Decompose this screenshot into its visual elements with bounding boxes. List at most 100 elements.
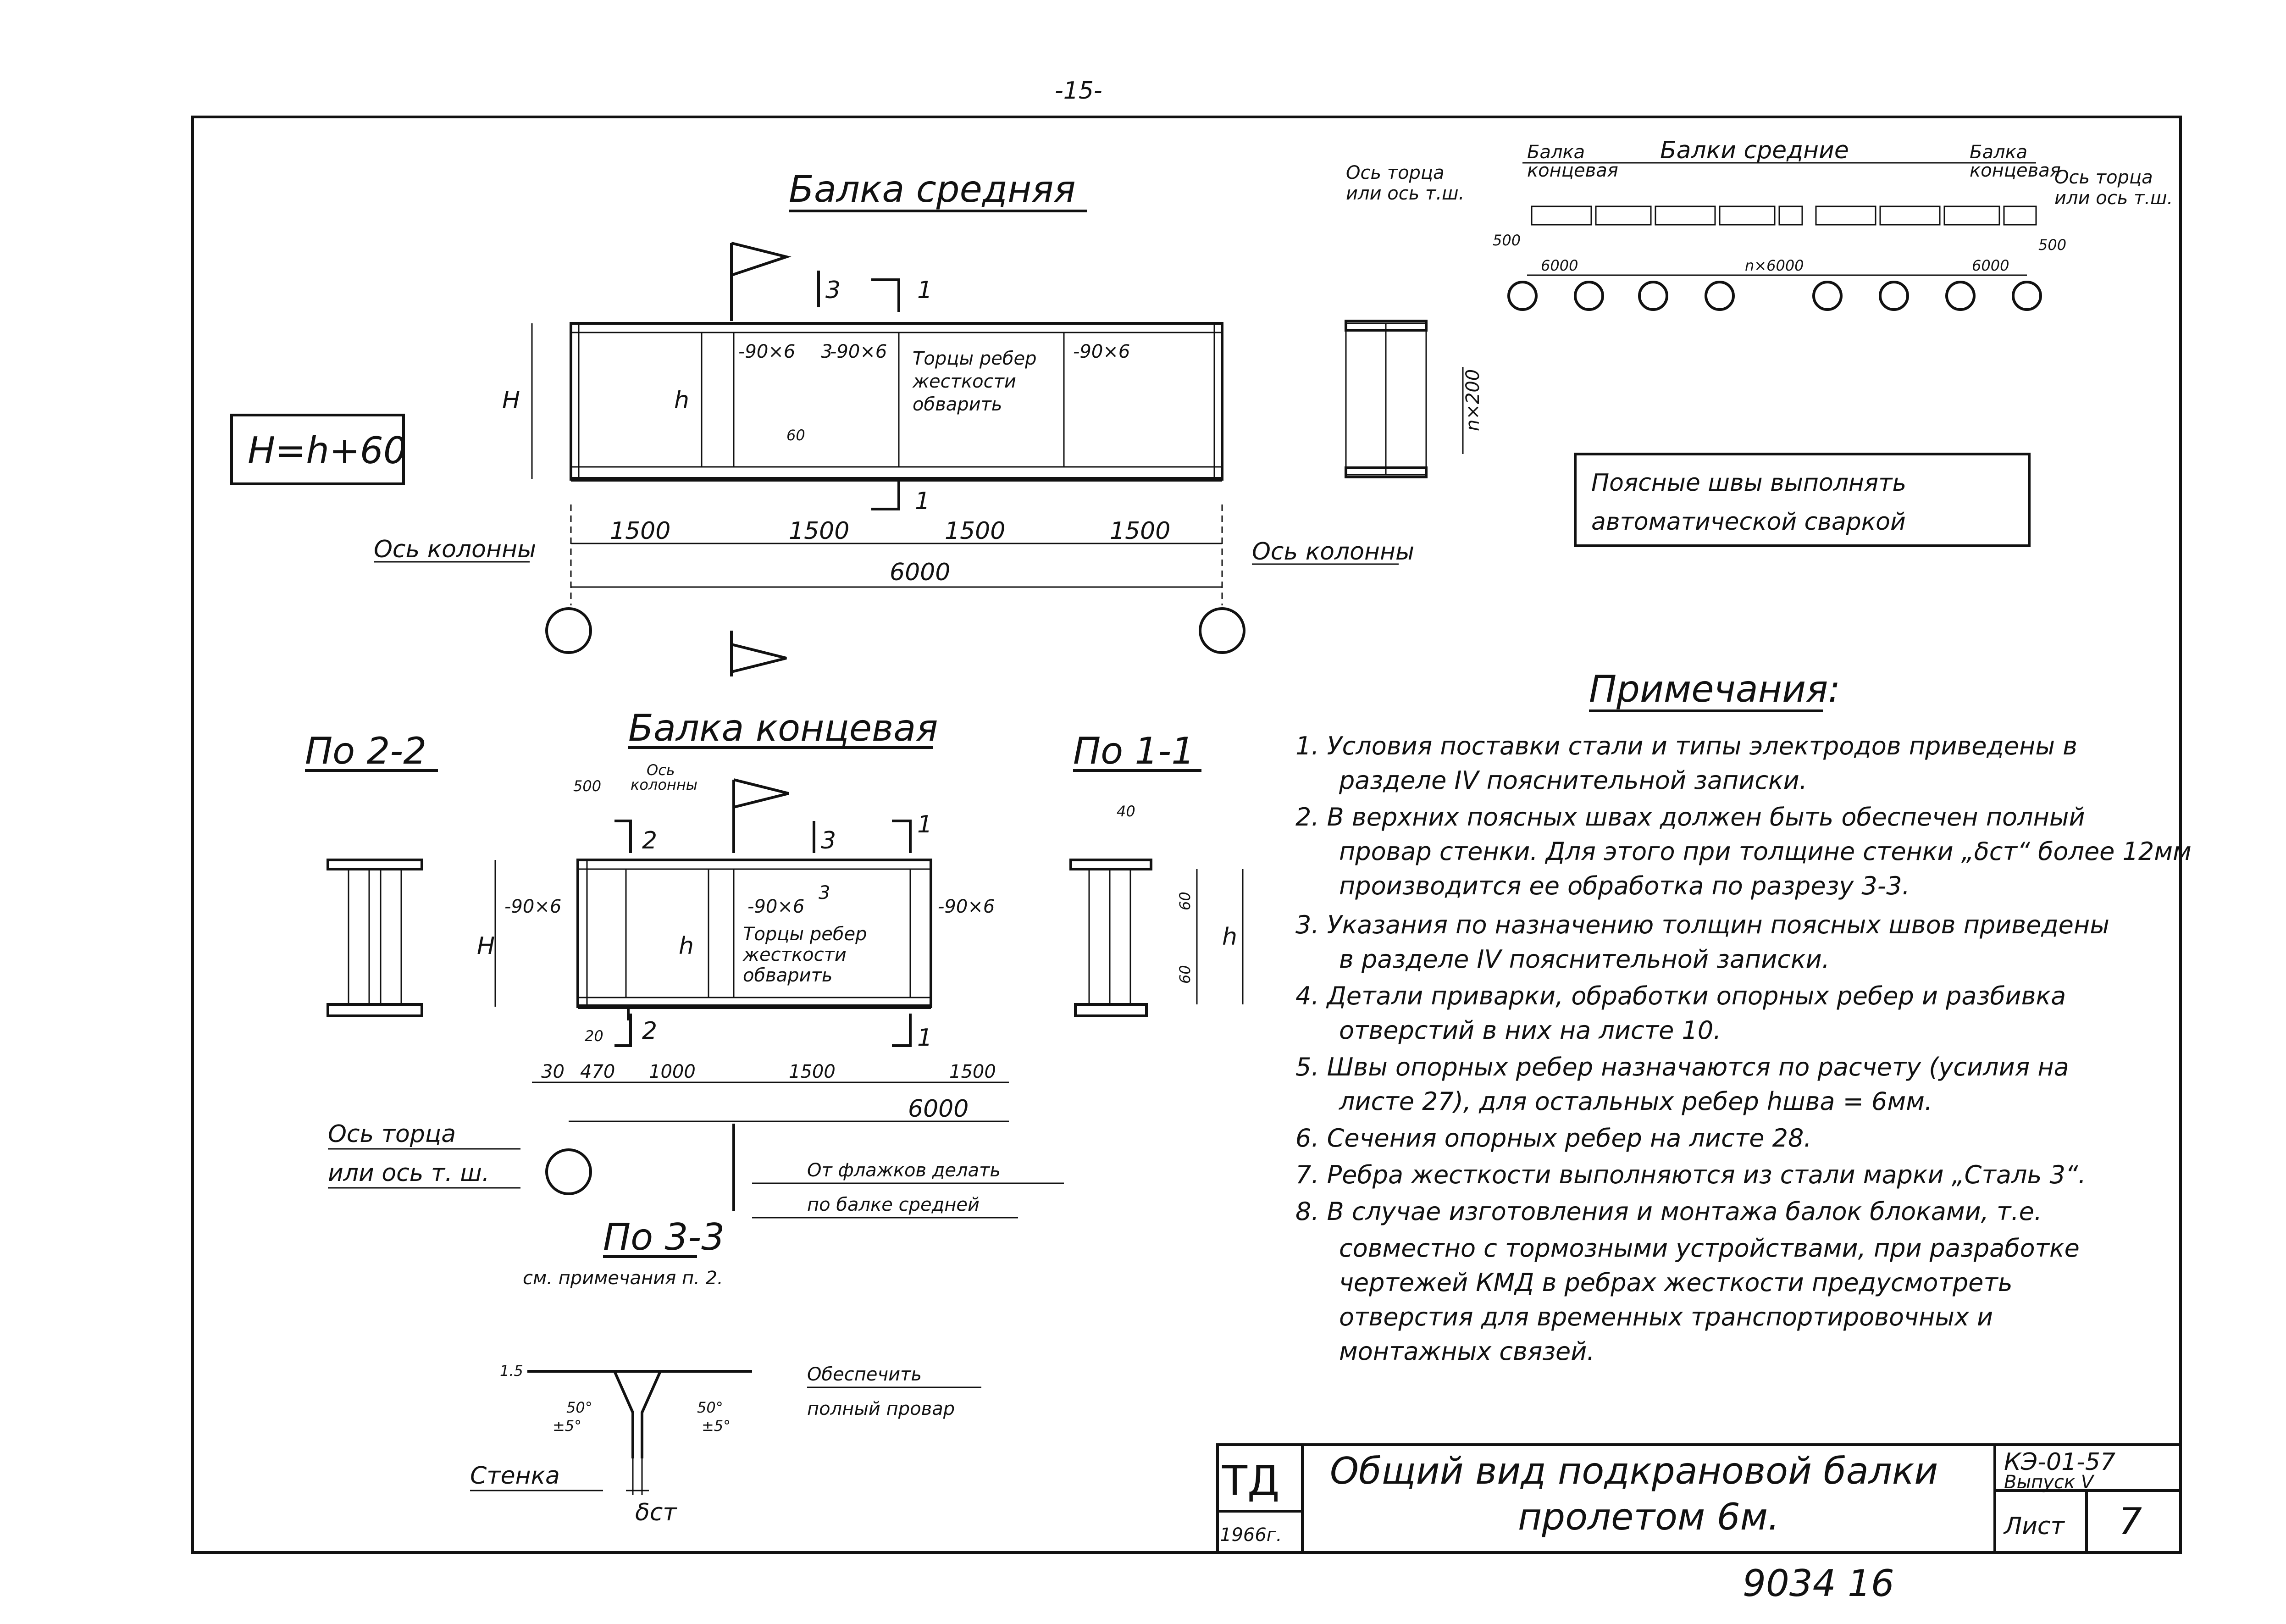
scheme-axis-left: Ось торца или ось т.ш.	[1346, 162, 1464, 204]
view-3-3-sub: см. примечания п. 2.	[523, 1268, 723, 1289]
middle-dim-3: 1500	[945, 517, 1005, 545]
dim-40: 40	[1117, 803, 1135, 820]
dim-n200: n×200	[1462, 369, 1483, 431]
note-line-16: отверстия для временных транспортировочн…	[1339, 1303, 1993, 1331]
full-penetration-label2: полный провар	[807, 1398, 955, 1419]
view-2-2-title: По 2-2	[305, 730, 426, 772]
end-axis-label1: Ось торца	[328, 1120, 456, 1148]
note-line-12: 7. Ребра жесткости выполняются из стали …	[1295, 1160, 2086, 1189]
end-dim-20: 20	[585, 1027, 603, 1045]
end-cut-1-bottom: 1	[917, 1024, 932, 1052]
scheme-dim-6000-left: 6000	[1541, 257, 1578, 274]
note-line-17: монтажных связей.	[1339, 1337, 1595, 1366]
end-dim-470: 470	[580, 1061, 615, 1082]
sheet-number: 7	[2119, 1500, 2142, 1543]
dim-60-middle: 60	[786, 427, 805, 444]
end-h-label: h	[679, 932, 694, 960]
scheme-dim-500-left: 500	[1493, 232, 1521, 249]
end-H-label: H	[477, 932, 495, 960]
delta-st: δст	[635, 1499, 677, 1526]
angle-right: 50°	[697, 1399, 723, 1416]
end-beam-drawing: Балка концевая По 2-2 По 1-1 500 Ось кол…	[305, 707, 1244, 1219]
end-dim-1500a: 1500	[789, 1061, 836, 1082]
title-year: 1966г.	[1220, 1524, 1282, 1546]
end-rib-label-1: -90×6	[504, 896, 561, 917]
end-dim-500: 500	[573, 777, 601, 795]
axis-right-label: Ось колонны	[1252, 538, 1414, 565]
note-line-2: 2. В верхних поясных швах должен быть об…	[1295, 803, 2085, 831]
note-line-3: провар стенки. Для этого при толщине сте…	[1339, 837, 2192, 866]
end-cut-1-top: 1	[917, 811, 932, 838]
middle-beam-title: Балка средняя	[789, 168, 1076, 211]
middle-h-label: h	[674, 387, 689, 414]
weld-detail-3-3: По 3-3 см. примечания п. 2. δст 50° ±5° …	[470, 1216, 981, 1526]
weld-note-line2: автоматической сваркой	[1591, 508, 1906, 536]
beam-layout-scheme: Балка концевая Балки средние Балка конце…	[1346, 137, 2173, 311]
view-1-1-title: По 1-1	[1073, 730, 1195, 772]
end-axis-circle	[545, 1148, 592, 1195]
issue-label: Выпуск V	[2004, 1472, 2095, 1493]
end-cut-3: 3	[821, 827, 836, 854]
page-number: -15-	[1055, 77, 1102, 105]
note-line-4: производится ее обработка по разрезу 3-3…	[1339, 871, 1910, 900]
end-rib-ends-note: Торцы ребер жесткости обварить	[742, 924, 873, 986]
scheme-dim-n6000: n×6000	[1745, 257, 1804, 274]
rib-label-2: -90×6	[830, 341, 887, 362]
middle-dim-1: 1500	[610, 517, 670, 545]
sheet-frame	[191, 116, 2182, 1554]
middle-beam-drawing: Балка средняя H h 3 1 1 -90×6 -90×6 -90×…	[374, 168, 1483, 676]
end-cut-2-top: 2	[642, 827, 657, 854]
section-1-1	[1069, 859, 1152, 870]
end-cut-2-bottom: 2	[642, 1017, 657, 1045]
end-rib-label-2: -90×6	[747, 896, 804, 917]
sheet-label: Лист	[2003, 1513, 2065, 1540]
wall-label: Стенка	[470, 1462, 560, 1490]
note-line-6: в разделе IV пояснительной записки.	[1339, 945, 1830, 974]
end-total-dim: 6000	[908, 1095, 969, 1123]
middle-dim-2: 1500	[789, 517, 849, 545]
end-dim-1500b: 1500	[949, 1061, 996, 1082]
end-cut-3-inner: 3	[819, 882, 830, 903]
tol-right: ±5°	[702, 1417, 731, 1435]
weld-note-line1: Поясные швы выполнять	[1591, 469, 1906, 497]
stamp-number: 9034 16	[1743, 1562, 1894, 1605]
dim-60b: 60	[1176, 965, 1194, 984]
tol-left: ±5°	[553, 1417, 581, 1435]
full-penetration-label: Обеспечить	[807, 1364, 922, 1385]
end-dim-30: 30	[541, 1061, 565, 1082]
scheme-dim-500-right: 500	[2038, 236, 2066, 254]
dim-60a: 60	[1176, 892, 1194, 910]
column-axis-circle-right	[1199, 607, 1245, 654]
formula-box	[230, 414, 405, 485]
rib-label-1: -90×6	[738, 341, 795, 362]
scheme-end-beam-left: Балка концевая	[1527, 142, 1618, 181]
formula-text: H=h+60	[248, 429, 407, 472]
doc-code: КЭ-01-57	[2004, 1448, 2115, 1476]
cut-1-label-bottom: 1	[915, 488, 930, 515]
scheme-dim-6000-right: 6000	[1972, 257, 2009, 274]
gap-dim: 1.5	[500, 1362, 523, 1380]
axis-left-label: Ось колонны	[374, 536, 536, 563]
middle-total-dim: 6000	[890, 559, 950, 586]
end-axis-label2: или ось т. ш.	[328, 1159, 489, 1187]
angle-left: 50°	[566, 1399, 592, 1416]
cut-1-label-top: 1	[917, 277, 932, 304]
section-1-1-h: h	[1222, 923, 1237, 951]
td-logo: ТД	[1222, 1457, 1279, 1505]
scheme-end-beam-right: Балка концевая	[1970, 142, 2061, 181]
rib-label-3: -90×6	[1073, 341, 1130, 362]
cut-3-inner: 3	[821, 341, 832, 362]
weld-note-box	[1574, 453, 2031, 547]
note-line-0: 1. Условия поставки стали и типы электро…	[1295, 732, 2077, 760]
note-line-13: 8. В случае изготовления и монтажа балок…	[1295, 1197, 2042, 1226]
note-line-8: отверстий в них на листе 10.	[1339, 1016, 1721, 1045]
note-line-14: совместно с тормозными устройствами, при…	[1339, 1234, 2080, 1263]
scheme-axis-right: Ось торца или ось т.ш.	[2054, 167, 2173, 209]
scheme-middle-beams: Балки средние	[1660, 137, 1849, 164]
end-dim-1000: 1000	[649, 1061, 696, 1082]
note-line-9: 5. Швы опорных ребер назначаются по расч…	[1295, 1053, 2069, 1081]
note-line-1: разделе IV пояснительной записки.	[1339, 766, 1807, 795]
note-line-10: листе 27), для остальных ребер hшва = 6м…	[1339, 1087, 1932, 1116]
end-beam-title: Балка концевая	[628, 707, 938, 749]
